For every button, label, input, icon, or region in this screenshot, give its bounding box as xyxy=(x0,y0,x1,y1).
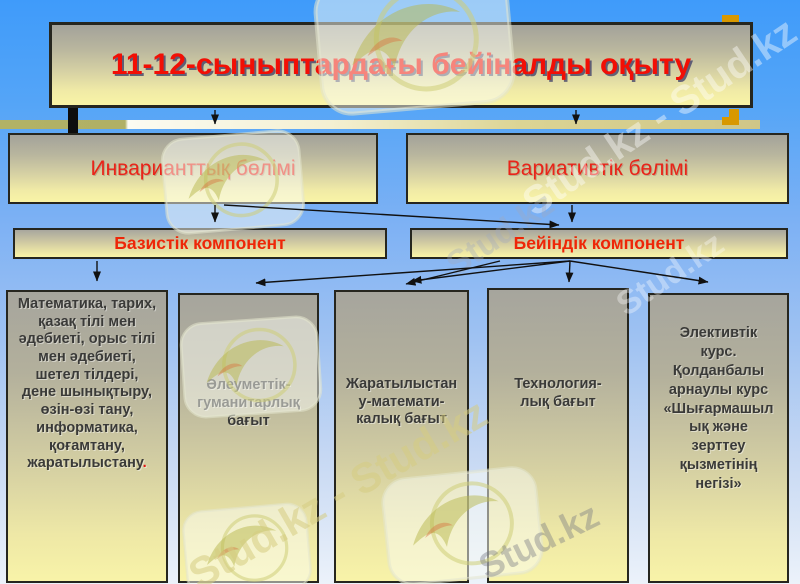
box-variative-label: Вариативтік бөлімі xyxy=(506,156,689,180)
decorative-stripe xyxy=(0,120,760,129)
technological-text: Технология- лық бағыт xyxy=(514,375,602,410)
elective-course-text: Элективтік курс. Қолданбалы арнаулы курс… xyxy=(663,325,774,492)
subjects-text: Математика, тарих, қазақ тілі мен әдебие… xyxy=(18,292,156,473)
box-basic-component: Базистік компонент xyxy=(13,228,387,259)
box-social-humanitarian: Әлеуметтік- гуманитарлық бағыт xyxy=(178,293,319,583)
box-subjects-list: Математика, тарих, қазақ тілі мен әдебие… xyxy=(6,290,168,583)
box-invariant-section: Инварианттық бөлімі xyxy=(8,133,378,204)
connector-bar xyxy=(68,107,78,133)
gold-accent-top xyxy=(722,15,739,25)
subjects-main: Математика, тарих, қазақ тілі мен әдебие… xyxy=(17,296,157,472)
box-profile-label: Бейіндік компонент xyxy=(513,233,685,253)
subjects-red-period: . xyxy=(142,455,147,472)
box-technological: Технология- лық бағыт xyxy=(487,288,629,583)
gold-accent-right-foot xyxy=(722,117,739,125)
page-title: 11-12-сыныптардағы бейіналды оқыту xyxy=(110,48,692,81)
social-humanitarian-text: Әлеуметтік- гуманитарлық бағыт xyxy=(197,377,300,429)
box-profile-component: Бейіндік компонент xyxy=(410,228,788,259)
box-invariant-label: Инварианттық бөлімі xyxy=(90,156,296,180)
natural-mathematical-text: Жаратылыстан у-математи- калық бағыт xyxy=(345,375,458,428)
title-box: 11-12-сыныптардағы бейіналды оқыту xyxy=(49,22,753,108)
box-variative-section: Вариативтік бөлімі xyxy=(406,133,789,204)
box-basic-label: Базистік компонент xyxy=(114,233,286,253)
box-natural-mathematical: Жаратылыстан у-математи- калық бағыт xyxy=(334,290,469,583)
box-elective-course: Элективтік курс. Қолданбалы арнаулы курс… xyxy=(648,293,789,583)
